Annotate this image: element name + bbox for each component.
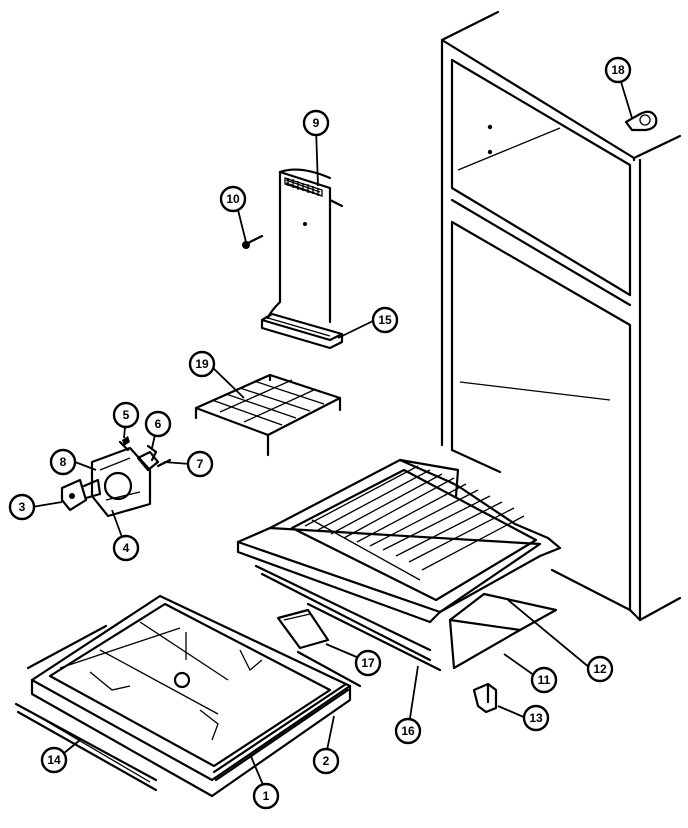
svg-text:9: 9 [313, 116, 320, 130]
svg-text:4: 4 [123, 541, 130, 555]
clip-part [472, 682, 498, 714]
svg-text:13: 13 [529, 711, 543, 725]
svg-text:6: 6 [155, 417, 162, 431]
svg-text:2: 2 [323, 754, 330, 768]
svg-text:18: 18 [611, 63, 625, 77]
svg-text:12: 12 [593, 662, 607, 676]
callout-1: 1 [252, 782, 280, 810]
svg-text:1: 1 [263, 789, 270, 803]
callout-16: 16 [394, 717, 422, 745]
crisper-plate [448, 592, 558, 670]
callout-10: 10 [219, 185, 247, 213]
cabinet [440, 10, 682, 622]
svg-text:17: 17 [361, 656, 375, 670]
bracket-part [276, 608, 330, 650]
side-rails [14, 624, 362, 792]
duct-base [260, 312, 344, 350]
svg-text:11: 11 [538, 673, 551, 687]
svg-text:19: 19 [195, 357, 209, 371]
callout-14: 14 [40, 746, 68, 774]
callout-7: 7 [186, 450, 214, 478]
callout-17: 17 [354, 649, 382, 677]
air-duct-panel [266, 168, 344, 324]
svg-text:15: 15 [378, 313, 392, 327]
damper-control-assembly [60, 436, 172, 518]
svg-text:8: 8 [60, 455, 67, 469]
callout-9: 9 [302, 109, 330, 137]
callout-8: 8 [49, 448, 77, 476]
svg-text:10: 10 [226, 192, 240, 206]
callout-6: 6 [144, 410, 172, 438]
callout-11: 11 [530, 666, 558, 694]
callout-2: 2 [312, 747, 340, 775]
callout-19: 19 [188, 350, 216, 378]
callout-3: 3 [8, 493, 36, 521]
callout-18: 18 [604, 56, 632, 84]
svg-text:14: 14 [47, 753, 61, 767]
callout-5: 5 [112, 401, 140, 429]
svg-text:3: 3 [19, 500, 26, 514]
callout-13: 13 [522, 704, 550, 732]
callout-12: 12 [586, 655, 614, 683]
svg-text:7: 7 [197, 457, 204, 471]
lamp-socket-part [624, 110, 658, 132]
wire-shelf [194, 373, 342, 457]
screw-part [242, 234, 264, 249]
svg-text:16: 16 [401, 724, 415, 738]
crisper-cover-shelf [236, 458, 562, 672]
svg-text:5: 5 [123, 408, 130, 422]
base-tray [30, 594, 352, 798]
callout-4: 4 [112, 534, 140, 562]
callout-15: 15 [371, 306, 399, 334]
